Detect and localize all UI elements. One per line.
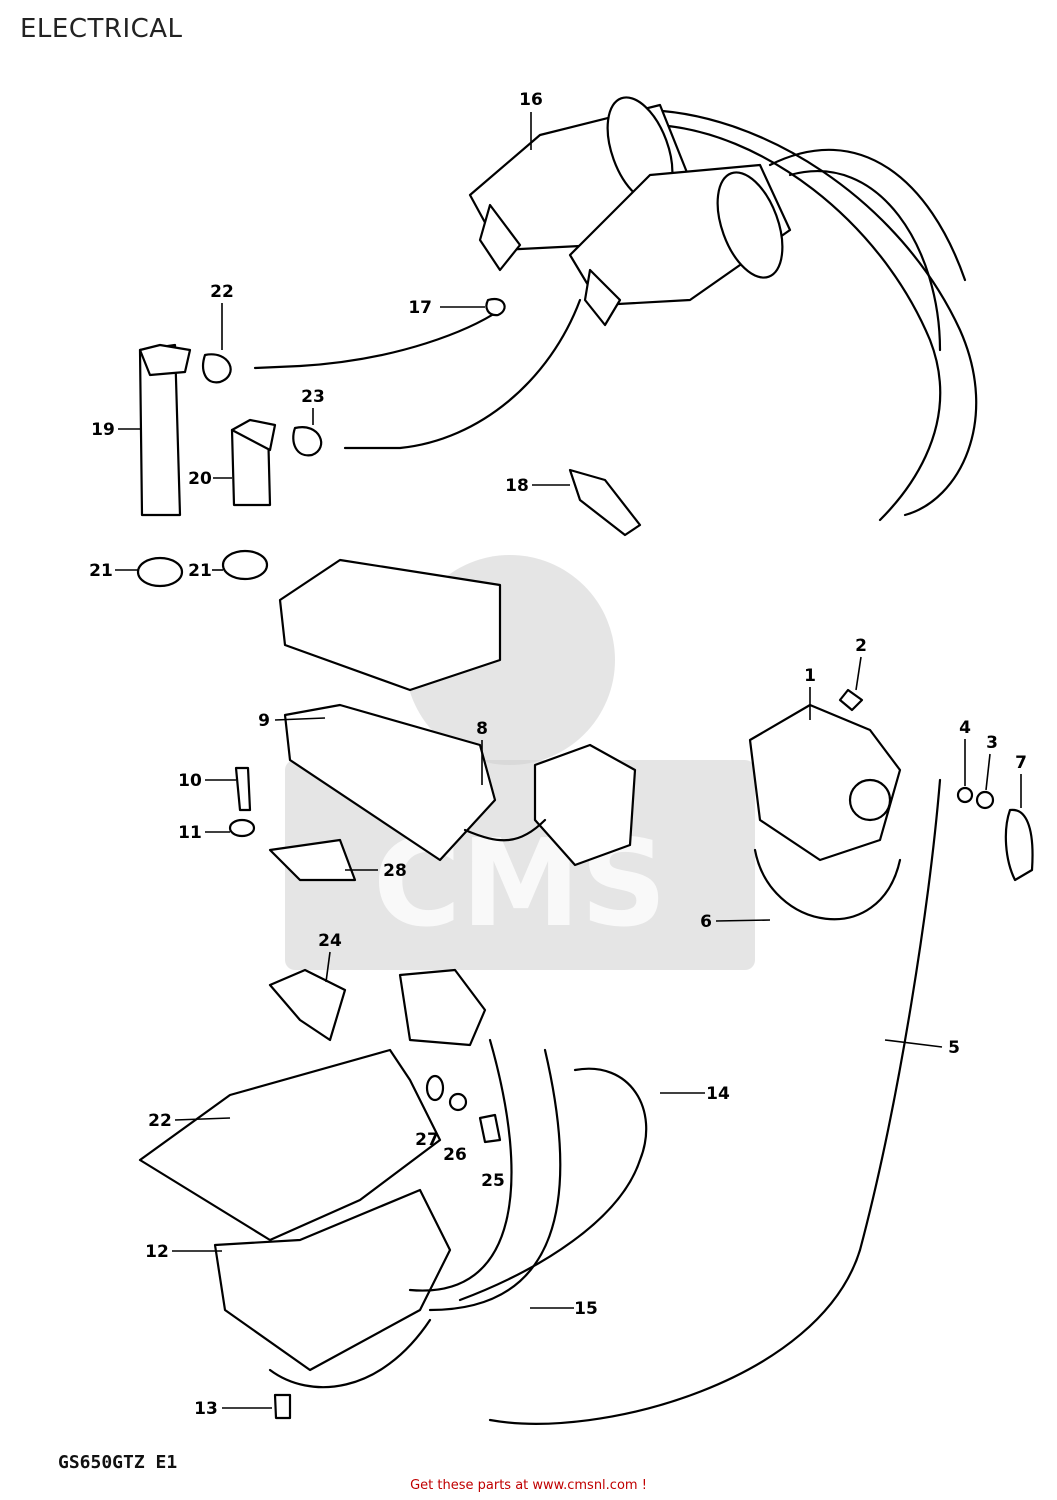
footer-link-bar: Get these parts at www.cmsnl.com !: [0, 1478, 1057, 1493]
diagram-title: ELECTRICAL: [20, 14, 183, 44]
callout-27: 27: [415, 1130, 439, 1150]
callout-28: 28: [383, 861, 407, 881]
callout-21a: 21: [89, 561, 113, 581]
callout-19: 19: [91, 420, 115, 440]
callout-14: 14: [706, 1084, 730, 1104]
callout-5: 5: [948, 1038, 960, 1058]
callout-11: 11: [178, 823, 202, 843]
callout-6: 6: [700, 912, 712, 932]
callout-2: 2: [855, 636, 867, 656]
shop-link[interactable]: Get these parts at www.cmsnl.com !: [410, 1478, 647, 1493]
callout-17: 17: [408, 298, 432, 318]
callout-23: 22: [148, 1111, 172, 1131]
callout-7: 7: [1015, 753, 1027, 773]
fuse-box-assembly: [228, 558, 637, 882]
callout-3: 3: [986, 733, 998, 753]
callout-13: 13: [194, 1399, 218, 1419]
callout-9: 9: [258, 711, 270, 731]
callout-15: 15: [574, 1299, 598, 1319]
callout-25: 25: [481, 1171, 505, 1191]
callout-24: 24: [318, 931, 342, 951]
model-code: GS650GTZ E1: [58, 1452, 178, 1473]
starter-relay-assembly: [488, 688, 1034, 1425]
ignition-coil-assembly: [468, 96, 978, 522]
callout-22a: 22: [210, 282, 234, 302]
plug-caps: [136, 297, 642, 588]
regulator-assembly: [138, 968, 648, 1420]
callout-26: 26: [443, 1145, 467, 1165]
callout-18: 18: [505, 476, 529, 496]
callout-8: 8: [476, 719, 488, 739]
callout-22b: 23: [301, 387, 325, 407]
callout-labels: 16 17 22 23 19 20 18 21 21 9 8 10 11 28 …: [89, 90, 1027, 1419]
callout-1: 1: [804, 666, 816, 686]
callout-10: 10: [178, 771, 202, 791]
callout-4: 4: [959, 718, 971, 738]
callout-20: 20: [188, 469, 212, 489]
callout-12: 12: [145, 1242, 169, 1262]
callout-16: 16: [519, 90, 543, 110]
callout-21b: 21: [188, 561, 212, 581]
